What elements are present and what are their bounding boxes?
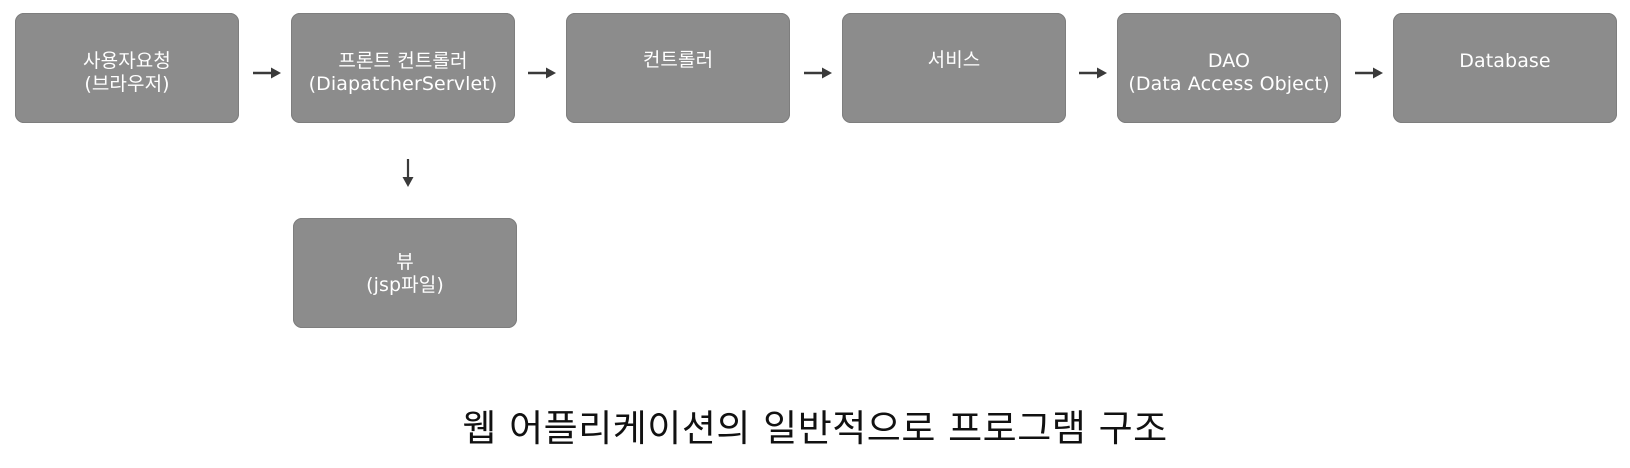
node-controller-title: 컨트롤러 [642, 49, 714, 71]
right-arrow-icon [252, 66, 282, 80]
node-dao-subtitle: (Data Access Object) [1128, 73, 1330, 95]
diagram-caption: 웹 어플리케이션의 일반적으로 프로그램 구조 [462, 407, 1168, 450]
node-dao: DAO (Data Access Object) [1117, 13, 1341, 123]
down-arrow-icon [401, 158, 415, 188]
node-front-controller-title: 프론트 컨트롤러 [338, 50, 468, 72]
node-database-title: Database [1459, 50, 1551, 72]
node-user-request-subtitle: (브라우저) [84, 73, 170, 95]
node-service-title: 서비스 [927, 49, 981, 71]
node-database: Database [1393, 13, 1617, 123]
node-service: 서비스 [842, 13, 1066, 123]
node-view: 뷰 (jsp파일) [293, 218, 517, 328]
node-user-request: 사용자요청 (브라우저) [15, 13, 239, 123]
node-controller: 컨트롤러 [566, 13, 790, 123]
right-arrow-icon [527, 66, 557, 80]
right-arrow-icon [1354, 66, 1384, 80]
node-front-controller: 프론트 컨트롤러 (DiapatcherServlet) [291, 13, 515, 123]
node-user-request-title: 사용자요청 [83, 50, 171, 72]
node-view-title: 뷰 [396, 251, 414, 273]
node-dao-title: DAO [1207, 50, 1251, 72]
right-arrow-icon [1078, 66, 1108, 80]
right-arrow-icon [803, 66, 833, 80]
node-front-controller-subtitle: (DiapatcherServlet) [308, 73, 498, 95]
node-view-subtitle: (jsp파일) [366, 274, 444, 296]
